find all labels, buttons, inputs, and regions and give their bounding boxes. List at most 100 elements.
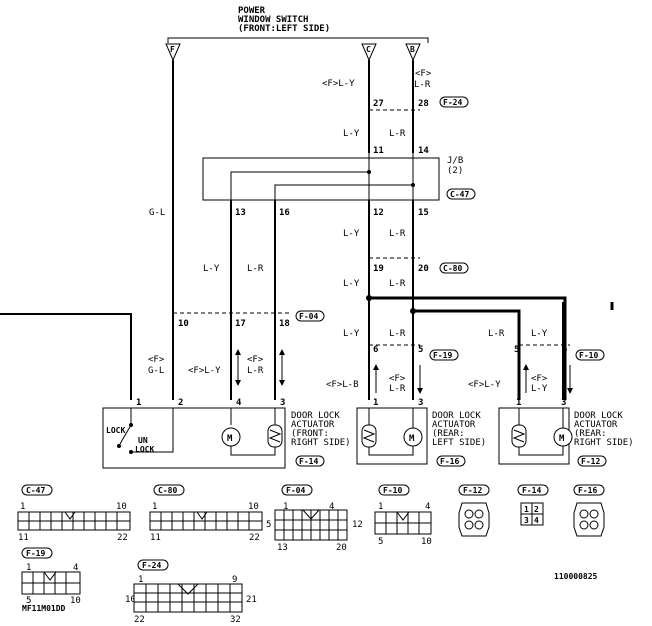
conn-f04: F-04 <box>299 312 318 321</box>
svg-text:10: 10 <box>116 502 127 512</box>
label-l-r-front-2: L-R <box>247 366 264 376</box>
label-l-y-3: L-Y <box>343 229 360 239</box>
svg-text:F-24: F-24 <box>142 561 161 570</box>
conn-f14: F-14 <box>299 457 318 466</box>
jb-node-1 <box>367 170 371 174</box>
act-rr-2: ACTUATOR <box>574 420 618 430</box>
pin-14: 14 <box>418 146 429 156</box>
rear-left-motor-icon: M <box>403 408 423 447</box>
pin-12: 12 <box>373 208 384 218</box>
act-fr-4: RIGHT SIDE) <box>291 438 351 448</box>
connector-view-f12: F-12 <box>458 484 490 537</box>
arrow-rr-2 <box>567 365 573 394</box>
actuator-front-right-box <box>102 407 286 469</box>
svg-text:10: 10 <box>70 596 81 606</box>
pin-18: 18 <box>279 319 290 329</box>
rear-right-coil-icon <box>511 408 564 456</box>
label-l-y-4: L-Y <box>343 279 360 289</box>
title-line-3: (FRONT:LEFT SIDE) <box>238 24 330 34</box>
mask <box>560 296 620 302</box>
pin-10: 10 <box>178 319 189 329</box>
jb-sub: (2) <box>447 166 463 176</box>
label-l-r-front: L-R <box>247 264 264 274</box>
svg-text:11: 11 <box>18 533 29 543</box>
pin-4: 4 <box>236 398 242 408</box>
connector-view-f19: F-19 1 4 5 10 <box>21 547 81 606</box>
label-l-y-rr-2: L-Y <box>531 384 548 394</box>
svg-text:5: 5 <box>26 596 31 606</box>
label-l-r-3: L-R <box>389 229 406 239</box>
svg-text:10: 10 <box>125 595 136 605</box>
label-f-rear: <F> <box>389 374 406 384</box>
label-l-y-rr: L-Y <box>531 329 548 339</box>
pin-2: 2 <box>178 398 183 408</box>
conn-f12: F-12 <box>581 457 600 466</box>
code-right: 110000825 <box>554 572 598 581</box>
svg-text:F-19: F-19 <box>26 549 45 558</box>
pin-1a: 1 <box>136 398 141 408</box>
conn-f12-pill <box>577 455 607 467</box>
svg-text:F-16: F-16 <box>578 486 597 495</box>
conn-f10-pill <box>575 349 605 361</box>
svg-text:B: B <box>410 45 415 54</box>
svg-text:9: 9 <box>232 575 237 585</box>
svg-text:20: 20 <box>336 543 347 553</box>
svg-text:22: 22 <box>134 615 145 625</box>
svg-text:2: 2 <box>534 505 539 514</box>
jb-node-2 <box>411 183 415 187</box>
svg-text:12: 12 <box>352 520 363 530</box>
label-l-r-rr: L-R <box>488 329 505 339</box>
svg-text:1: 1 <box>152 502 157 512</box>
label-g-l-2: G-L <box>148 366 164 376</box>
pin-27: 27 <box>373 99 384 109</box>
conn-f19: F-19 <box>433 351 452 360</box>
svg-text:1: 1 <box>138 575 143 585</box>
jb-int-lr <box>274 153 414 200</box>
rear-left-coil-icon <box>361 408 414 456</box>
label-l-r-rear: L-R <box>389 384 406 394</box>
conn-c80-pill <box>439 262 469 274</box>
svg-text:32: 32 <box>230 615 241 625</box>
svg-text:F: F <box>170 45 175 54</box>
arrow-front-1 <box>235 349 241 386</box>
label-unlock: LOCK <box>135 445 154 454</box>
title-line-1: POWER <box>238 6 266 16</box>
svg-text:5: 5 <box>378 537 383 547</box>
pin-16: 16 <box>279 208 290 218</box>
conn-c80: C-80 <box>443 264 462 273</box>
svg-text:4: 4 <box>329 502 334 512</box>
wire-branch-lr <box>413 309 521 400</box>
svg-text:M: M <box>409 434 415 444</box>
conn-f04-pill <box>295 310 325 322</box>
act-rl-4: LEFT SIDE) <box>432 438 486 448</box>
arrow-rear-1 <box>373 364 379 393</box>
svg-text:C-47: C-47 <box>26 486 45 495</box>
label-g-l: G-L <box>149 208 165 218</box>
svg-text:M: M <box>227 434 233 444</box>
conn-c47-pill <box>446 188 476 200</box>
label-f-g: <F> <box>148 355 165 365</box>
act-fr-1: DOOR LOCK <box>291 411 340 421</box>
title-line-2: WINDOW SWITCH <box>238 15 308 25</box>
svg-text:22: 22 <box>117 533 128 543</box>
svg-text:C: C <box>366 45 371 54</box>
rear-right-motor-icon: M <box>553 408 573 447</box>
svg-text:M: M <box>559 434 565 444</box>
label-l-r-2: L-R <box>389 129 406 139</box>
svg-text:4: 4 <box>534 516 539 525</box>
svg-text:F-14: F-14 <box>522 486 541 495</box>
label-f-front: <F> <box>247 355 264 365</box>
svg-text:1: 1 <box>283 502 288 512</box>
pin-3c: 3 <box>561 398 566 408</box>
conn-f16-pill <box>436 455 466 467</box>
label-f-l-y-top: <F>L-Y <box>322 79 355 89</box>
lock-switch: LOCK UN LOCK <box>106 408 174 454</box>
connector-view-f14: F-14 1 2 3 4 <box>517 484 549 526</box>
connector-view-f10: F-10 1 4 5 10 <box>374 484 432 547</box>
switch-terminal-b: B <box>405 43 421 62</box>
act-rr-4: RIGHT SIDE) <box>574 438 634 448</box>
pin-20: 20 <box>418 264 429 274</box>
svg-text:F-12: F-12 <box>463 486 482 495</box>
